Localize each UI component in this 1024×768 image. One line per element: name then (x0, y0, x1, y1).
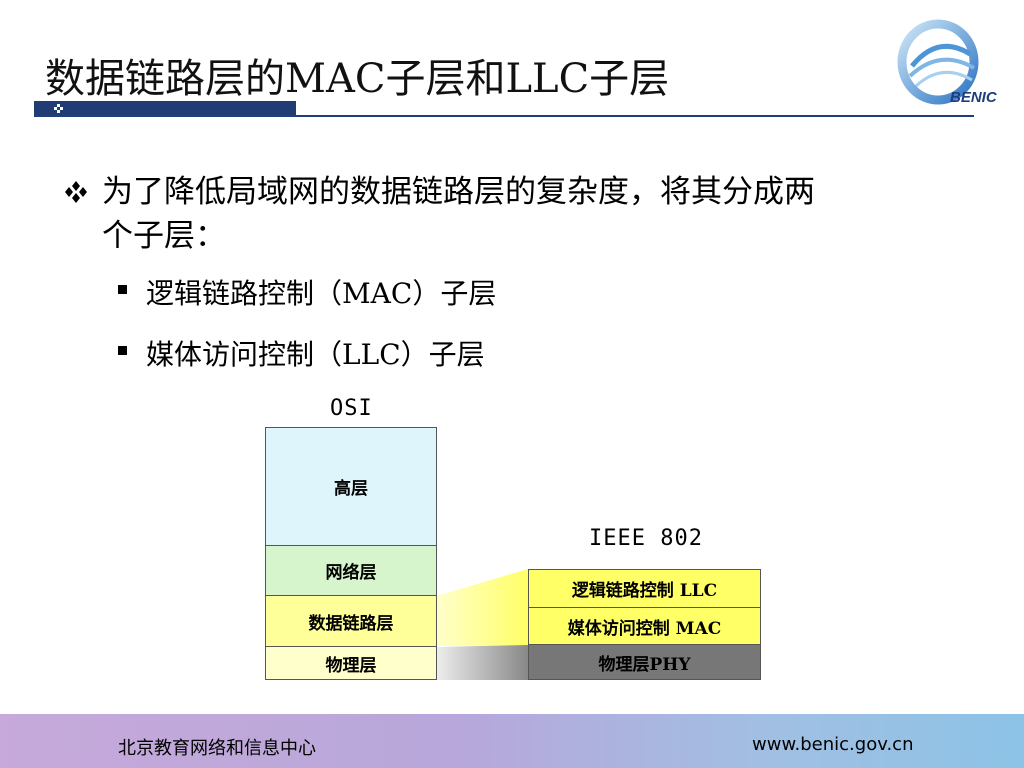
sub-bullet-text: 媒体访问控制（LLC）子层 (146, 338, 485, 371)
sub-bullet-text: 逻辑链路控制（MAC）子层 (146, 277, 497, 310)
benic-logo: BENIC (890, 14, 1005, 110)
square-bullet-icon (118, 346, 127, 355)
main-bullet: 为了降低局域网的数据链路层的复杂度，将其分成两 个子层： (62, 170, 962, 258)
ieee-label: IEEE 802 (589, 526, 703, 551)
osi-label: OSI (330, 396, 373, 421)
osi-datalink-layer: 数据链路层 (265, 595, 437, 647)
physical-connector (436, 645, 528, 680)
main-bullet-text-line2: 个子层： (102, 218, 226, 254)
footer-bar: 北京教育网络和信息中心 www.benic.gov.cn (0, 714, 1024, 768)
diamond-bullet-icon (54, 104, 63, 113)
main-bullet-text-line1: 为了降低局域网的数据链路层的复杂度，将其分成两 (102, 174, 815, 210)
title-accent-bar (34, 101, 296, 116)
osi-network-layer: 网络层 (265, 545, 437, 596)
footer-website[interactable]: www.benic.gov.cn (752, 734, 914, 755)
osi-physical-layer: 物理层 (265, 646, 437, 680)
slide-title: 数据链路层的MAC子层和LLC子层 (45, 56, 670, 102)
sub-bullet-1: 逻辑链路控制（MAC）子层 (118, 272, 496, 312)
square-bullet-icon (118, 285, 127, 294)
footer-organization: 北京教育网络和信息中心 (118, 738, 316, 759)
title-divider (34, 115, 974, 117)
four-diamond-bullet-icon (65, 181, 87, 203)
datalink-connector (436, 569, 528, 646)
ieee-mac-sublayer: 媒体访问控制 MAC (528, 607, 761, 645)
ieee-llc-sublayer: 逻辑链路控制 LLC (528, 569, 761, 608)
sub-bullet-2: 媒体访问控制（LLC）子层 (118, 333, 485, 373)
benic-logo-icon: BENIC (897, 19, 998, 106)
ieee-phy-layer: 物理层PHY (528, 644, 761, 680)
osi-high-layer: 高层 (265, 427, 437, 546)
svg-text:BENIC: BENIC (950, 89, 998, 106)
